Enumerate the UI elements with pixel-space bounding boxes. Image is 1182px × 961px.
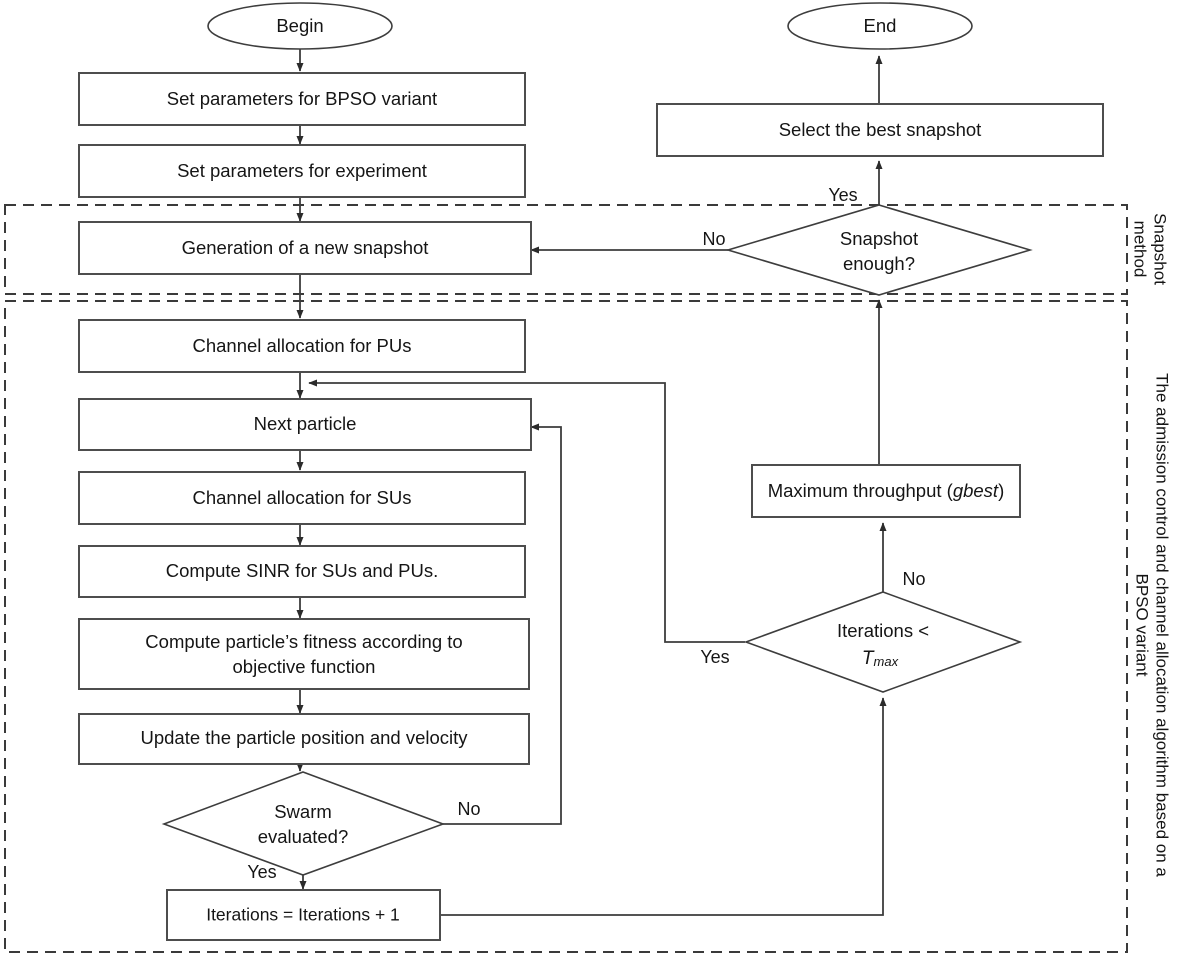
group-box-snapshot-method: [4, 204, 1128, 295]
node-snapshot-enough[interactable]: [725, 204, 1033, 296]
group-label-bpso-algorithm: The admission control and channel alloca…: [1133, 373, 1172, 877]
node-set-parameters-experiment[interactable]: [78, 144, 526, 198]
node-channel-allocation-pus[interactable]: [78, 319, 526, 373]
node-next-particle[interactable]: [78, 398, 532, 451]
tmax-subscript: max: [874, 654, 899, 669]
node-generation-new-snapshot[interactable]: [78, 221, 532, 275]
edge-label-swarm-no: No: [457, 799, 480, 819]
max-throughput-gbest: gbest: [953, 480, 999, 501]
node-set-parameters-experiment-label: Set parameters for experiment: [177, 160, 427, 181]
node-begin-label: Begin: [276, 15, 323, 36]
edge-label-swarm-yes: Yes: [247, 862, 276, 882]
node-select-best-snapshot-label: Select the best snapshot: [779, 119, 982, 140]
edge-label-snapshot-yes: Yes: [828, 185, 857, 205]
node-maximum-throughput-label: Maximum throughput (gbest): [768, 480, 1005, 501]
node-swarm-evaluated-label-line1: Swarm: [274, 801, 332, 822]
node-snapshot-enough-label-line2: enough?: [843, 253, 915, 274]
node-iterations-increment[interactable]: [166, 889, 441, 941]
edge-iter-check-yes-to-next-particle: [308, 379, 745, 643]
node-update-particle-label: Update the particle position and velocit…: [140, 727, 468, 748]
group-label-snapshot-method: Snapshot method: [1131, 213, 1170, 285]
node-end[interactable]: [787, 2, 973, 50]
edge-iterations-to-iter-check: [440, 697, 887, 916]
node-compute-fitness-label-line2: objective function: [233, 656, 376, 677]
edge-label-iter-no: No: [902, 569, 925, 589]
node-swarm-evaluated-label-line2: evaluated?: [258, 826, 349, 847]
group-label-bpso-algorithm-line1: The admission control and channel alloca…: [1153, 373, 1172, 877]
node-swarm-evaluated[interactable]: [161, 771, 446, 876]
edge-label-snapshot-no: No: [702, 229, 725, 249]
node-begin[interactable]: [207, 2, 393, 50]
node-snapshot-enough-label-line1: Snapshot: [840, 228, 918, 249]
node-compute-sinr[interactable]: [78, 545, 526, 598]
node-update-particle[interactable]: [78, 713, 530, 765]
node-iterations-check-label-line2: Tmax: [862, 648, 899, 669]
group-label-snapshot-method-line2: method: [1131, 221, 1150, 278]
node-compute-fitness[interactable]: [78, 618, 530, 690]
node-iterations-increment-label: Iterations = Iterations + 1: [206, 905, 400, 925]
node-iterations-check-label-line1: Iterations <: [837, 620, 929, 641]
node-generation-new-snapshot-label: Generation of a new snapshot: [182, 237, 429, 258]
group-label-snapshot-method-line1: Snapshot: [1151, 213, 1170, 285]
node-channel-allocation-pus-label: Channel allocation for PUs: [192, 335, 411, 356]
tmax-base: T: [862, 648, 875, 669]
node-compute-fitness-label-line1: Compute particle’s fitness according to: [145, 631, 462, 652]
node-next-particle-label: Next particle: [254, 413, 357, 434]
node-set-parameters-bpso-label: Set parameters for BPSO variant: [167, 88, 437, 109]
edge-swarm-no-to-next-particle: [443, 423, 562, 825]
node-channel-allocation-sus[interactable]: [78, 471, 526, 525]
group-box-bpso-algorithm: [4, 300, 1128, 953]
group-label-bpso-algorithm-line2: BPSO variant: [1133, 574, 1152, 677]
node-end-label: End: [864, 15, 897, 36]
max-throughput-tail: ): [998, 480, 1004, 501]
node-compute-sinr-label: Compute SINR for SUs and PUs.: [166, 560, 438, 581]
edge-label-iter-yes: Yes: [700, 647, 729, 667]
node-set-parameters-bpso[interactable]: [78, 72, 526, 126]
node-channel-allocation-sus-label: Channel allocation for SUs: [192, 487, 411, 508]
node-maximum-throughput[interactable]: [751, 464, 1021, 518]
node-select-best-snapshot[interactable]: [656, 103, 1104, 157]
node-iterations-check[interactable]: [743, 591, 1023, 693]
max-throughput-base: Maximum throughput (: [768, 480, 954, 501]
